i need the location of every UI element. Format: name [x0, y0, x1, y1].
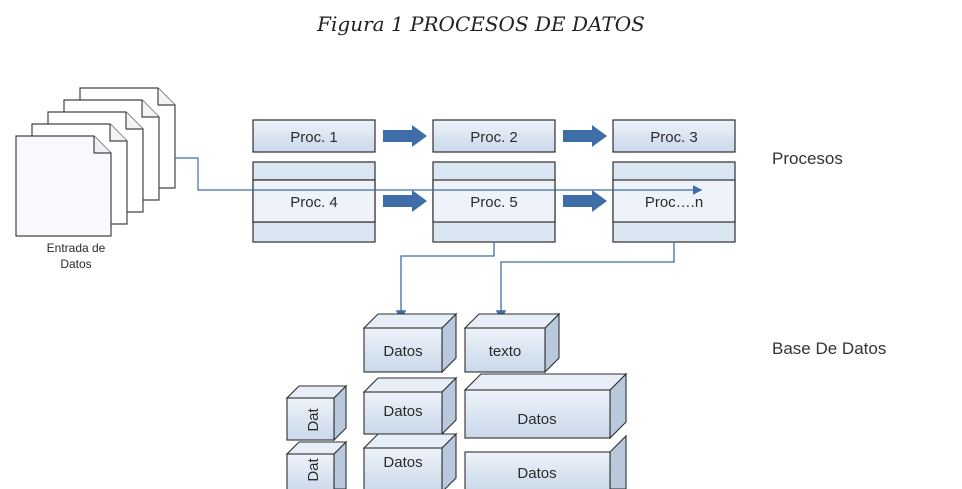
db-block-texto: texto	[463, 312, 561, 374]
svg-text:Datos: Datos	[517, 465, 556, 482]
process-label: Proc. 5	[470, 194, 518, 211]
database-side-label: Base De Datos	[772, 339, 886, 358]
process-label: Proc. 4	[290, 194, 338, 211]
arrow-right-icon	[563, 190, 607, 212]
db-block-datos-bottom: Datos	[362, 432, 458, 489]
db-block-dat-bottom: Dat	[285, 440, 348, 489]
svg-text:Datos: Datos	[383, 403, 422, 420]
process-box-5: Proc. 5	[432, 161, 556, 243]
figure-title: Figura 1 PROCESOS DE DATOS	[317, 12, 645, 36]
process-label: Proc. 3	[650, 129, 698, 146]
process-box-1: Proc. 1	[252, 119, 376, 153]
arrow-right-icon	[383, 190, 427, 212]
svg-text:Datos: Datos	[383, 454, 422, 471]
process-box-3: Proc. 3	[612, 119, 736, 153]
process-box-2: Proc. 2	[432, 119, 556, 153]
db-block-dat-top: Dat	[285, 384, 348, 442]
svg-text:Datos: Datos	[517, 411, 556, 428]
svg-text:Dat: Dat	[305, 457, 322, 481]
svg-text:Dat: Dat	[305, 407, 322, 431]
svg-text:texto: texto	[489, 343, 522, 360]
db-block-datos-mid: Datos	[362, 376, 458, 436]
process-box-n: Proc….n	[612, 161, 736, 243]
process-label: Proc. 1	[290, 129, 338, 146]
flow-arrows	[383, 125, 607, 212]
db-connectors	[395, 242, 675, 321]
document-stack-icon	[15, 87, 176, 237]
input-label-line2: Datos	[60, 257, 91, 271]
db-block-datos-top: Datos	[362, 312, 458, 374]
process-label: Proc. 2	[470, 129, 518, 146]
arrow-right-icon	[383, 125, 427, 147]
input-label-line1: Entrada de	[47, 241, 106, 255]
db-block-datos-big-bottom: Datos	[464, 434, 627, 489]
database-blocks: Datos texto Datos Datos Dat	[285, 312, 628, 489]
process-label: Proc….n	[645, 194, 703, 211]
db-block-datos-big-top: Datos	[463, 372, 628, 440]
process-box-4: Proc. 4	[252, 161, 376, 243]
processes-side-label: Procesos	[772, 149, 843, 168]
svg-text:Datos: Datos	[383, 343, 422, 360]
input-connector	[175, 157, 703, 195]
arrow-right-icon	[563, 125, 607, 147]
